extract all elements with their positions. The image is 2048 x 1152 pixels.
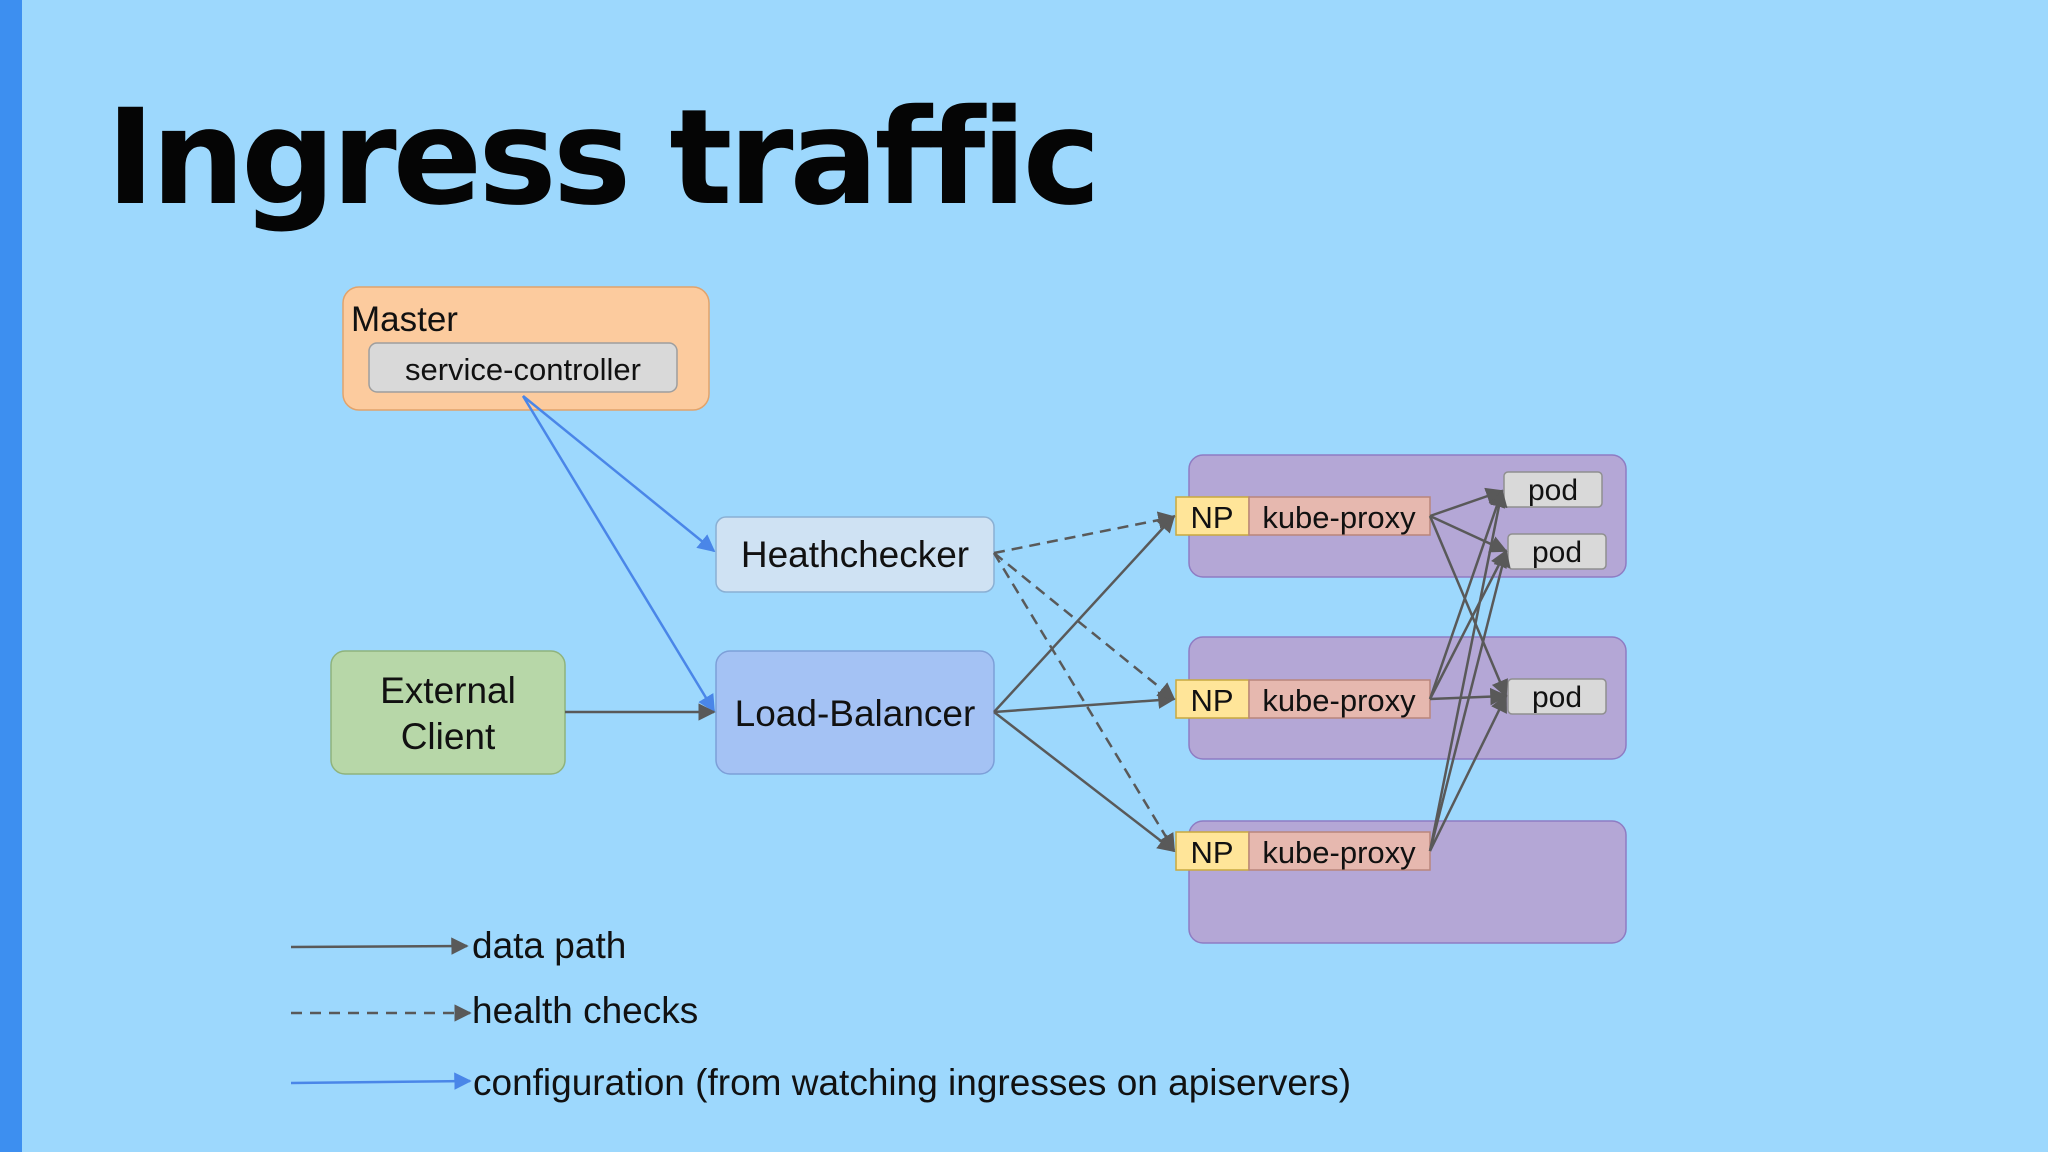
proxy-3-to-pod-2 xyxy=(1428,549,1511,852)
node-2-np-label: NP xyxy=(1190,683,1233,718)
node-1-kube-proxy-label: kube-proxy xyxy=(1262,500,1416,535)
config-arrow-to-healthchecker xyxy=(522,395,716,553)
service-controller-label: service-controller xyxy=(405,352,641,387)
proxy-1-to-pod-2 xyxy=(1429,514,1508,553)
legend-configuration-label: configuration (from watching ingresses o… xyxy=(473,1062,1351,1103)
legend-data-path-label: data path xyxy=(472,925,626,966)
proxy-2-to-pod-2 xyxy=(1428,549,1508,700)
node-3-np: NP xyxy=(1175,831,1250,871)
legend-configuration-line xyxy=(290,1072,472,1090)
health-arrow-to-node-3 xyxy=(992,552,1176,852)
master-box: Master service-controller xyxy=(342,286,710,411)
node-1-pod-1: pod xyxy=(1503,471,1603,508)
load-balancer-label: Load-Balancer xyxy=(735,693,976,734)
legend-health-checks-label: health checks xyxy=(472,990,698,1031)
data-arrow-lb-to-node-1 xyxy=(993,514,1176,713)
legend: data path health checks configuration (f… xyxy=(290,925,1351,1103)
left-accent-bar xyxy=(0,0,22,1152)
legend-data-path-line xyxy=(290,937,469,955)
node-1-pod-2: pod xyxy=(1507,533,1607,570)
proxy-3-to-pod-3 xyxy=(1428,694,1508,852)
health-arrow-to-node-1 xyxy=(993,511,1176,555)
node-2-pod-1-label: pod xyxy=(1532,681,1582,714)
external-client-box: External Client xyxy=(330,650,566,775)
node-2-pod-1: pod xyxy=(1507,678,1607,715)
data-arrow-lb-to-node-2 xyxy=(993,691,1176,714)
node-1-np: NP xyxy=(1175,496,1250,536)
node-1-np-label: NP xyxy=(1190,500,1233,535)
node-2-kube-proxy-label: kube-proxy xyxy=(1262,683,1416,718)
proxy-3-to-pod-1 xyxy=(1428,489,1508,852)
slide-title: Ingress traffic xyxy=(106,81,1101,235)
healthchecker-box: Heathchecker xyxy=(715,516,995,593)
node-1-pod-2-label: pod xyxy=(1532,536,1582,569)
master-label: Master xyxy=(351,300,458,339)
node-1-pod-1-label: pod xyxy=(1528,474,1578,507)
proxy-1-to-pod-3 xyxy=(1428,515,1508,698)
node-3-kube-proxy-label: kube-proxy xyxy=(1262,835,1416,870)
health-arrow-to-node-2 xyxy=(993,552,1176,701)
data-arrow-lb-to-node-3 xyxy=(993,711,1176,853)
proxy-2-to-pod-1 xyxy=(1428,489,1506,700)
node-2-np: NP xyxy=(1175,679,1250,719)
healthchecker-label: Heathchecker xyxy=(741,534,969,575)
node-3-kube-proxy: kube-proxy xyxy=(1248,831,1431,871)
external-client-line-2: Client xyxy=(401,716,496,757)
load-balancer-box: Load-Balancer xyxy=(715,650,995,775)
service-controller-box: service-controller xyxy=(368,342,678,393)
node-3-np-label: NP xyxy=(1190,835,1233,870)
node-2-kube-proxy: kube-proxy xyxy=(1248,679,1431,719)
config-arrow-to-load-balancer xyxy=(521,395,716,713)
external-client-line-1: External xyxy=(380,670,516,711)
node-1-kube-proxy: kube-proxy xyxy=(1248,496,1431,536)
